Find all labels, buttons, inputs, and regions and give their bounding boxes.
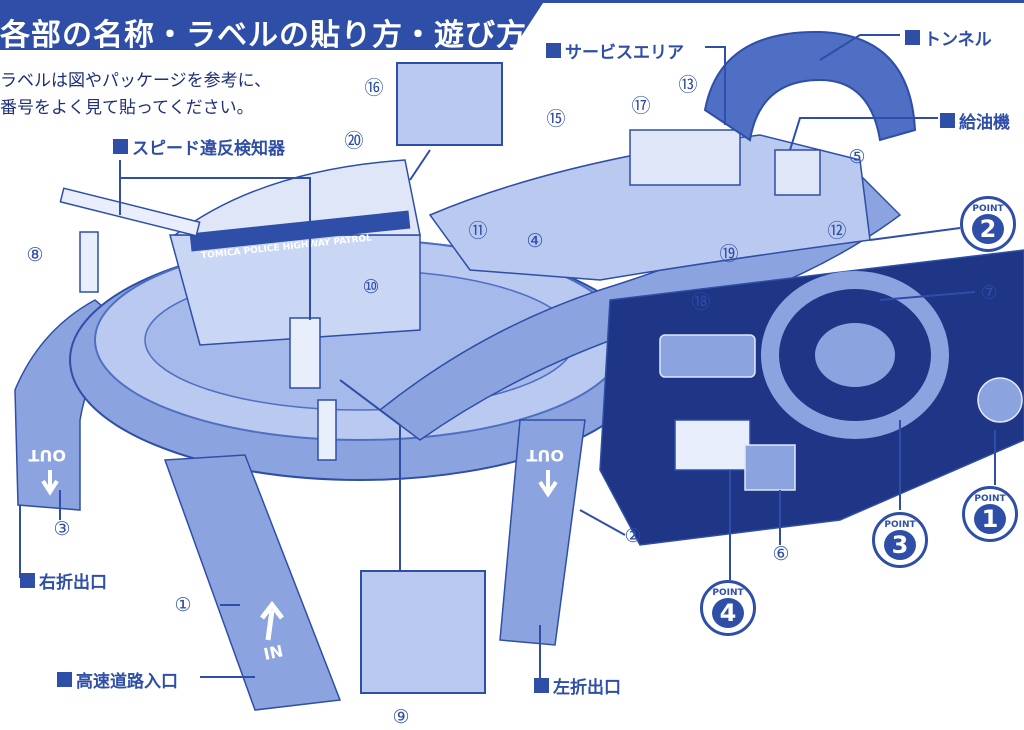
patrol-sign [189, 210, 411, 252]
service-area-platform [428, 134, 871, 281]
out-arrow-icon-left [538, 470, 558, 498]
left-exit-ramp [499, 419, 586, 646]
dashboard-display [659, 334, 756, 378]
out-ramp-label-right: OUT [28, 446, 66, 465]
label-speed-detector: スピード違反検知器 [113, 134, 285, 159]
label-left-exit: 左折出口 [534, 673, 621, 698]
out-ramp-label-left: OUT [526, 446, 564, 465]
ignition-knob [977, 377, 1023, 423]
callout-5: ⑤ [848, 146, 866, 168]
cockpit-console [599, 249, 1024, 546]
callout-17: ⑰ [631, 95, 651, 117]
in-arrow-icon [260, 600, 284, 641]
speed-detector-gantry [59, 187, 201, 237]
label-right-exit: 右折出口 [20, 568, 107, 593]
callout-4: ④ [526, 230, 544, 252]
square-bullet-icon [940, 113, 955, 128]
callout-20: ⑳ [344, 130, 364, 152]
square-bullet-icon [57, 672, 72, 687]
callout-18: ⑱ [691, 291, 711, 313]
callout-2: ② [624, 525, 642, 547]
point-badge-1: POINT 1 [962, 486, 1018, 542]
callout-6: ⑥ [772, 543, 790, 565]
gantry-post [79, 231, 99, 293]
service-area-building [629, 129, 741, 186]
brake-pedal [744, 444, 796, 491]
steering-wheel [761, 271, 949, 439]
callout-10: ⑩ [362, 276, 380, 298]
square-bullet-icon [534, 678, 549, 693]
callout-9: ⑨ [392, 706, 410, 728]
label-highway-entrance: 高速道路入口 [57, 667, 178, 692]
page-title: 各部の名称・ラベルの貼り方・遊び方 [0, 18, 527, 53]
callout-16: ⑯ [364, 77, 384, 99]
inset-detail-16 [396, 62, 503, 146]
label-service-area: サービスエリア [546, 38, 684, 63]
header-band [0, 0, 545, 50]
callout-13: ⑬ [678, 74, 698, 96]
instruction-line-1: ラベルは図やパッケージを参考に、 [0, 71, 272, 91]
callout-1: ① [174, 594, 192, 616]
instruction-line-2: 番号をよく見て貼ってください。 [0, 98, 254, 118]
point-badge-3: POINT 3 [872, 512, 928, 568]
fuel-pump [774, 149, 821, 196]
square-bullet-icon [20, 573, 35, 588]
square-bullet-icon [113, 139, 128, 154]
callout-8: ⑧ [26, 244, 44, 266]
callout-11: ⑪ [468, 220, 488, 242]
square-bullet-icon [546, 43, 561, 58]
callout-12: ⑫ [827, 220, 847, 242]
label-tunnel: トンネル [905, 25, 992, 50]
callout-7: ⑦ [980, 282, 998, 304]
point-badge-4: POINT 4 [700, 580, 756, 636]
inset-detail-9 [360, 570, 486, 694]
entrance-ramp [163, 454, 342, 711]
out-arrow-icon-right [41, 470, 59, 496]
leader-lines [19, 34, 996, 682]
tower-post [317, 399, 337, 461]
point-badge-2: POINT 2 [960, 196, 1016, 252]
callout-19: ⑲ [719, 243, 739, 265]
tunnel [703, 30, 917, 142]
steering-hub [815, 323, 895, 387]
label-fuel-machine: 給油機 [940, 108, 1010, 133]
detector-tower [289, 317, 321, 389]
square-bullet-icon [905, 30, 920, 45]
in-ramp-label: IN [262, 641, 285, 664]
accelerator-pedal [674, 419, 751, 471]
callout-15: ⑮ [546, 108, 566, 130]
callout-3: ③ [53, 518, 71, 540]
